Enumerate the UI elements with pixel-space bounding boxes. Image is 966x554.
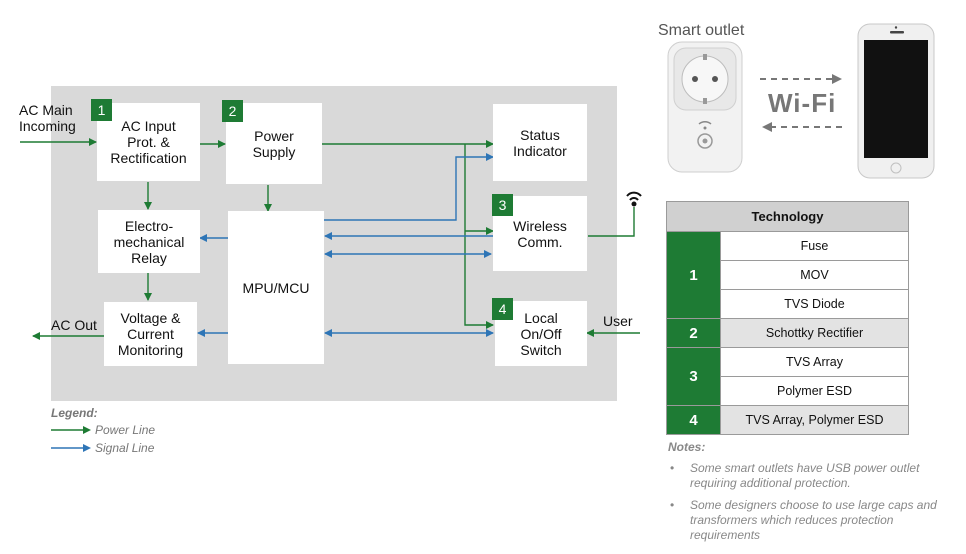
- group-cell: 4: [666, 405, 721, 435]
- mcu-block: MPU/MCU: [228, 211, 324, 364]
- table-row: 1 Fuse: [666, 231, 909, 319]
- table-cell: Fuse: [720, 231, 909, 261]
- ac-main-label: AC Main Incoming: [19, 102, 76, 134]
- mcu-label: MPU/MCU: [242, 279, 310, 296]
- switch-label: Local On/Off Switch: [520, 309, 562, 358]
- smart-outlet-title: Smart outlet: [658, 22, 745, 39]
- table-cell: Polymer ESD: [720, 376, 909, 406]
- antenna-line: [588, 207, 635, 237]
- power-line-bus: [464, 144, 494, 329]
- wifi-arrows: [760, 74, 842, 132]
- table-cell: TVS Array, Polymer ESD: [720, 405, 909, 435]
- technology-table: Technology 1 Fuse MOV TVS Diode 2 Schott…: [666, 201, 909, 435]
- group-cell: 3: [666, 347, 721, 406]
- table-header-row: Technology: [666, 201, 909, 232]
- table-cell: MOV: [720, 260, 909, 290]
- table-row: 3 TVS Array: [666, 347, 909, 406]
- status-label: Status Indicator: [513, 126, 567, 159]
- table-header: Technology: [666, 201, 909, 232]
- ac-input-block: AC Input Prot. & Rectification: [97, 103, 200, 181]
- table-cell: TVS Array: [720, 347, 909, 377]
- badge-1: 1: [91, 99, 112, 121]
- relay-label: Electro- mechanical Relay: [113, 217, 185, 266]
- wifi-label: Wi-Fi: [768, 88, 837, 118]
- table-row: TVS Diode: [667, 289, 909, 319]
- voltage-monitor-label: Voltage & Current Monitoring: [117, 310, 184, 358]
- wireless-label: Wireless Comm.: [513, 217, 567, 250]
- group-cell: 1: [666, 231, 721, 319]
- table-row: 2 Schottky Rectifier: [666, 318, 909, 348]
- group-cell: 2: [666, 318, 721, 348]
- legend-swatches: [51, 426, 91, 452]
- note-bullet: •: [670, 498, 675, 512]
- ac-out-label: AC Out: [51, 317, 97, 333]
- legend-signal-line: Signal Line: [95, 441, 155, 455]
- status-indicator-block: Status Indicator: [493, 104, 587, 181]
- smart-outlet-icon: [667, 41, 743, 173]
- ac-input-label: AC Input Prot. & Rectification: [110, 118, 187, 166]
- badge-4: 4: [492, 298, 513, 320]
- note-item: Some smart outlets have USB power outlet…: [690, 461, 920, 490]
- table-cell: Schottky Rectifier: [720, 318, 909, 348]
- smartphone-icon: [857, 23, 935, 179]
- power-supply-label: Power Supply: [252, 127, 296, 160]
- legend-title: Legend:: [51, 406, 98, 420]
- table-cell: TVS Diode: [720, 289, 909, 319]
- user-label: User: [603, 313, 633, 329]
- table-row: 4 TVS Array, Polymer ESD: [666, 405, 909, 435]
- antenna-icon: [626, 191, 642, 207]
- note-item: Some designers choose to use large caps …: [690, 498, 937, 542]
- note-bullet: •: [670, 461, 675, 475]
- badge-2: 2: [222, 100, 243, 122]
- signal-line-mcu-to-status: [323, 153, 494, 221]
- notes-title: Notes:: [668, 440, 706, 454]
- legend-power-line: Power Line: [95, 423, 156, 437]
- badge-3: 3: [492, 194, 513, 216]
- voltage-monitor-block: Voltage & Current Monitoring: [104, 302, 197, 366]
- relay-block: Electro- mechanical Relay: [98, 210, 200, 273]
